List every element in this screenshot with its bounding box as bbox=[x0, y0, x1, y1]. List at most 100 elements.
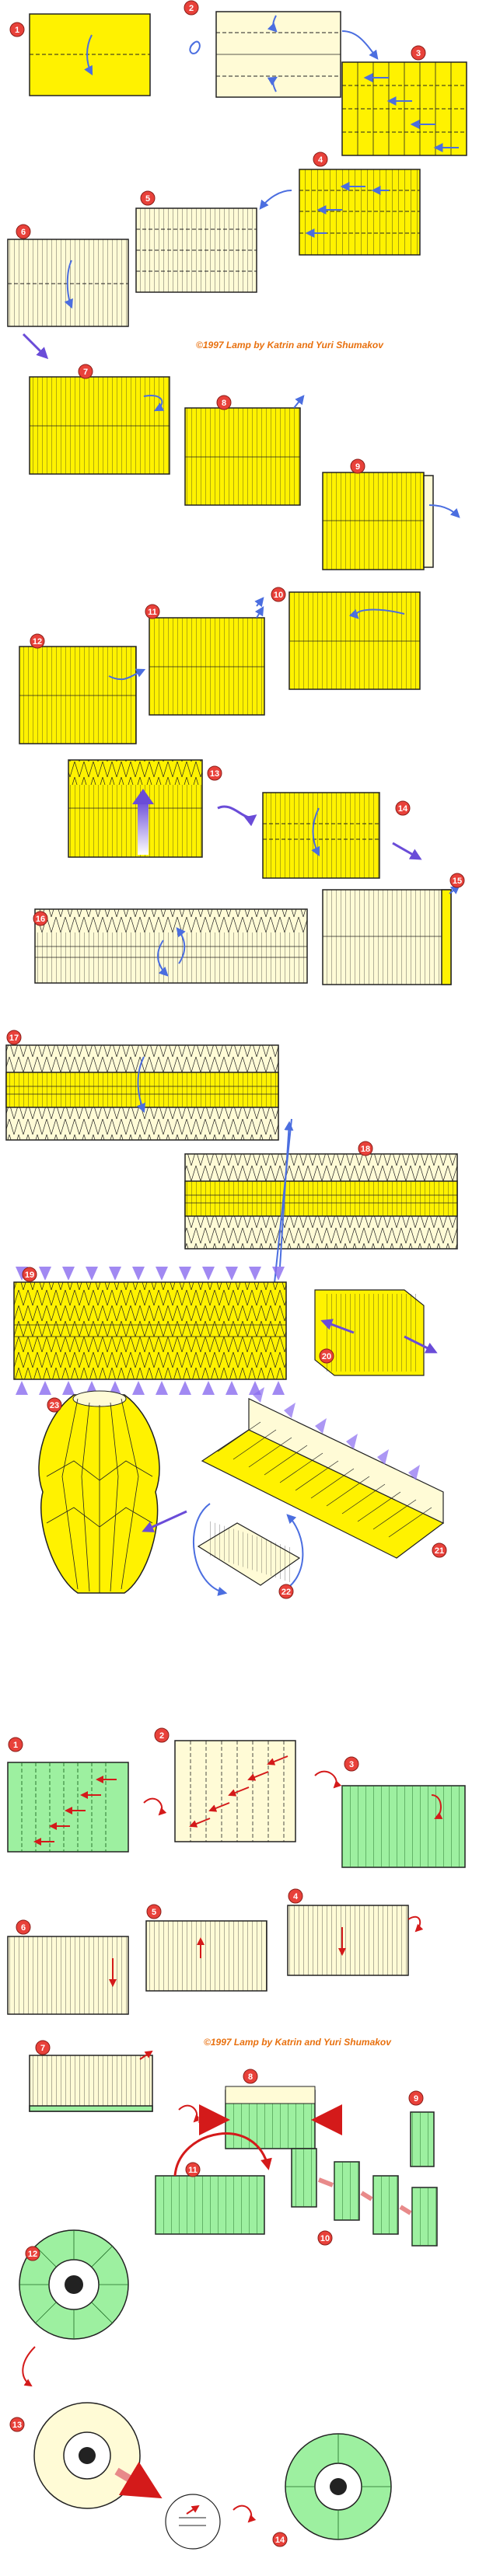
p2-step-badge-10: 10 bbox=[318, 2231, 332, 2245]
svg-text:22: 22 bbox=[281, 1588, 291, 1597]
step-badge-23: 23 bbox=[47, 1398, 61, 1412]
svg-text:12: 12 bbox=[28, 2250, 37, 2259]
step-badge-17: 17 bbox=[7, 1030, 21, 1044]
step-1 bbox=[30, 14, 150, 96]
svg-text:19: 19 bbox=[25, 1271, 34, 1280]
p2-step-13 bbox=[23, 2347, 220, 2549]
p2-step-6 bbox=[8, 1936, 128, 2014]
svg-text:10: 10 bbox=[274, 591, 283, 600]
svg-text:11: 11 bbox=[188, 2166, 198, 2175]
svg-text:2: 2 bbox=[189, 4, 194, 13]
step-23 bbox=[39, 1391, 187, 1593]
svg-text:9: 9 bbox=[355, 462, 360, 472]
svg-text:8: 8 bbox=[248, 2072, 253, 2082]
p2-step-badge-6: 6 bbox=[16, 1920, 30, 1934]
step-badge-2: 2 bbox=[184, 1, 198, 15]
step-19 bbox=[14, 1267, 286, 1395]
step-badge-14: 14 bbox=[396, 801, 410, 815]
step-18 bbox=[185, 1119, 457, 1305]
svg-text:6: 6 bbox=[21, 1923, 26, 1933]
p2-step-badge-9: 9 bbox=[409, 2091, 423, 2105]
svg-text:3: 3 bbox=[416, 49, 421, 58]
step-badge-18: 18 bbox=[358, 1142, 372, 1156]
step-badge-10: 10 bbox=[271, 587, 285, 601]
step-badge-9: 9 bbox=[351, 459, 365, 473]
svg-text:13: 13 bbox=[210, 769, 219, 779]
step-10 bbox=[257, 592, 420, 689]
p2-step-badge-3: 3 bbox=[344, 1757, 358, 1771]
svg-text:23: 23 bbox=[50, 1401, 59, 1410]
p2-step-4 bbox=[288, 1905, 420, 1975]
svg-text:15: 15 bbox=[453, 877, 462, 886]
step-badge-6: 6 bbox=[16, 225, 30, 239]
svg-text:1: 1 bbox=[13, 1741, 18, 1750]
credit-bottom: ©1997 Lamp by Katrin and Yuri Shumakov bbox=[204, 2037, 392, 2048]
p2-step-3 bbox=[315, 1772, 465, 1867]
step-17 bbox=[6, 1045, 278, 1140]
p2-step-badge-14: 14 bbox=[273, 2532, 287, 2546]
step-16 bbox=[35, 909, 307, 983]
step-12 bbox=[19, 647, 144, 744]
step-8 bbox=[185, 396, 303, 505]
p2-step-badge-13: 13 bbox=[10, 2417, 24, 2431]
step-badge-1: 1 bbox=[10, 23, 24, 37]
svg-text:9: 9 bbox=[414, 2094, 418, 2104]
p2-step-badge-11: 11 bbox=[186, 2163, 200, 2177]
step-2 bbox=[190, 12, 341, 97]
svg-text:14: 14 bbox=[275, 2536, 285, 2545]
step-14 bbox=[218, 793, 420, 878]
step-badge-8: 8 bbox=[217, 396, 231, 410]
svg-text:5: 5 bbox=[152, 1908, 156, 1917]
svg-text:3: 3 bbox=[349, 1760, 354, 1769]
svg-text:7: 7 bbox=[83, 368, 88, 377]
p2-step-14 bbox=[233, 2434, 391, 2539]
step-badge-7: 7 bbox=[79, 364, 93, 378]
step-badge-3: 3 bbox=[411, 46, 425, 60]
svg-text:11: 11 bbox=[148, 608, 157, 617]
step-badge-16: 16 bbox=[33, 912, 47, 925]
step-5 bbox=[136, 190, 292, 292]
svg-text:13: 13 bbox=[12, 2421, 22, 2430]
svg-text:16: 16 bbox=[36, 915, 45, 924]
p2-step-9 bbox=[411, 2112, 434, 2166]
svg-text:6: 6 bbox=[21, 228, 26, 237]
step-badge-20: 20 bbox=[320, 1349, 334, 1363]
svg-text:5: 5 bbox=[145, 194, 150, 204]
step-badge-13: 13 bbox=[208, 766, 222, 780]
p2-step-7 bbox=[30, 2051, 152, 2111]
p2-step-1 bbox=[8, 1762, 128, 1852]
svg-text:18: 18 bbox=[361, 1145, 370, 1154]
step-3 bbox=[342, 31, 467, 155]
p2-step-badge-1: 1 bbox=[9, 1738, 23, 1752]
p2-step-badge-7: 7 bbox=[36, 2041, 50, 2055]
svg-text:1: 1 bbox=[15, 26, 19, 35]
p2-step-badge-12: 12 bbox=[26, 2247, 40, 2261]
step-13 bbox=[68, 760, 202, 857]
svg-text:10: 10 bbox=[320, 2234, 330, 2243]
svg-text:7: 7 bbox=[40, 2044, 45, 2053]
p2-step-badge-2: 2 bbox=[155, 1728, 169, 1742]
step-15 bbox=[323, 886, 459, 985]
p2-step-2 bbox=[144, 1741, 295, 1842]
svg-text:8: 8 bbox=[222, 399, 226, 408]
step-4 bbox=[299, 169, 420, 255]
svg-text:4: 4 bbox=[293, 1892, 299, 1901]
svg-text:12: 12 bbox=[33, 637, 42, 647]
step-badge-15: 15 bbox=[450, 873, 464, 887]
step-9 bbox=[323, 472, 459, 570]
svg-text:2: 2 bbox=[159, 1731, 164, 1741]
step-20 bbox=[315, 1290, 435, 1375]
p2-step-12 bbox=[19, 2230, 128, 2339]
step-6 bbox=[8, 239, 128, 326]
svg-text:20: 20 bbox=[322, 1352, 331, 1361]
step-badge-21: 21 bbox=[432, 1543, 446, 1557]
svg-text:17: 17 bbox=[9, 1034, 19, 1043]
step-11 bbox=[149, 608, 264, 715]
step-badge-5: 5 bbox=[141, 191, 155, 205]
svg-text:14: 14 bbox=[398, 804, 408, 814]
step-7 bbox=[23, 334, 170, 474]
svg-text:4: 4 bbox=[318, 155, 323, 165]
credit-top: ©1997 Lamp by Katrin and Yuri Shumakov bbox=[196, 340, 384, 350]
step-badge-22: 22 bbox=[279, 1584, 293, 1598]
